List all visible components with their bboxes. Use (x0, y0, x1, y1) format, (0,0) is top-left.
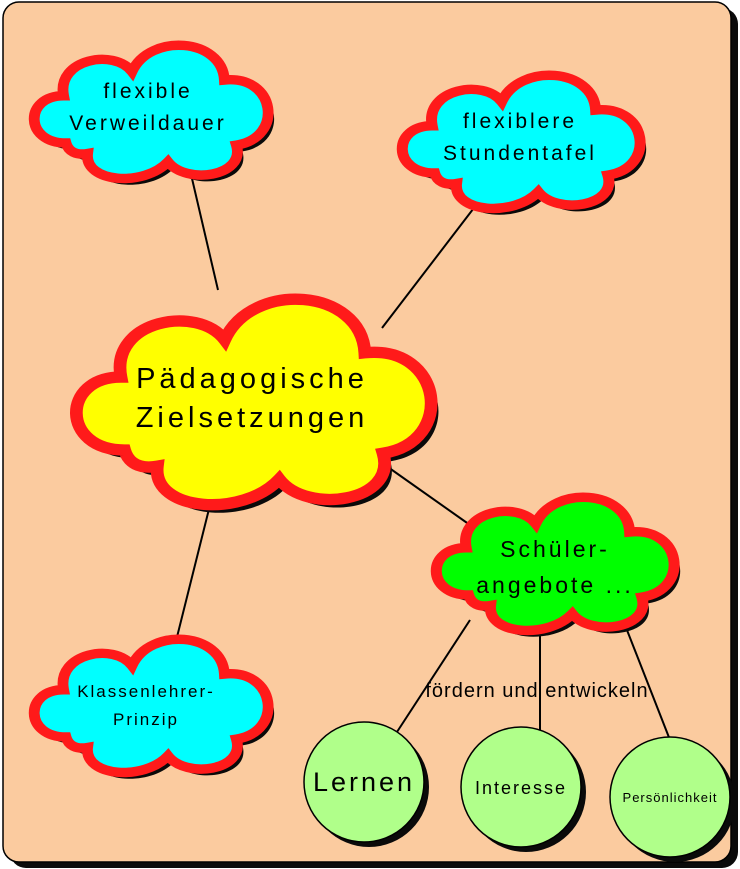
schueler-line2: angebote ... (476, 572, 634, 598)
center-line2: Zielsetzungen (136, 402, 369, 434)
cloud-center: Pädagogische Zielsetzungen (76, 299, 439, 513)
cloud-klassenlehrer: Klassenlehrer- Prinzip (34, 639, 275, 779)
connector-persoenlichkeit (624, 624, 671, 741)
klassenlehrer-line1: Klassenlehrer- (77, 682, 215, 701)
outcome-lernen: Lernen (313, 767, 415, 797)
connector-schueler (384, 464, 471, 526)
outcome-persoenlichkeit: Persönlichkeit (623, 790, 718, 805)
stundentafel-line1: flexiblere (463, 110, 577, 133)
klassenlehrer-line2: Prinzip (113, 710, 179, 729)
connector-stundentafel (381, 199, 481, 329)
verweildauer-line1: flexible (103, 80, 192, 103)
cloud-stundentafel: flexiblere Stundentafel (402, 75, 647, 215)
connector-label: fördern und entwickeln (425, 680, 648, 702)
outcome-interesse: Interesse (475, 778, 567, 798)
cloud-schueler: Schüler- angebote ... (436, 497, 681, 637)
verweildauer-line2: Verweildauer (69, 112, 226, 135)
connector-klassenlehrer (174, 504, 211, 646)
schueler-line1: Schüler- (500, 536, 610, 562)
connector-verweildauer (189, 169, 219, 291)
circle-lernen: Lernen (303, 721, 429, 847)
connectors (174, 169, 671, 741)
center-line1: Pädagogische (136, 363, 368, 395)
circle-interesse: Interesse (460, 726, 586, 852)
circle-persoenlichkeit: Persönlichkeit (609, 736, 735, 862)
cloud-verweildauer: flexible Verweildauer (34, 45, 275, 185)
connector-lernen (394, 619, 471, 736)
stundentafel-line2: Stundentafel (443, 142, 597, 165)
